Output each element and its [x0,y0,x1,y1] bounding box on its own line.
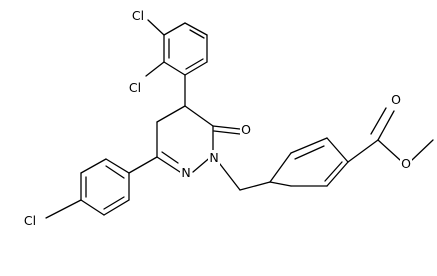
atom-n-ring-2: N [208,150,220,165]
atom-cl-ring-a-3-label: Cl [132,8,144,23]
bond-lines [45,19,434,219]
atom-cl-ring-a-2-label: Cl [129,80,141,95]
atom-ketone-o: O [240,122,252,137]
atom-ester-ether-o: O [400,156,412,171]
atom-ester-carbonyl-o: O [390,92,402,107]
atom-n-ring-2-label: N [209,150,218,165]
atom-ester-carbonyl-o-label: O [391,92,401,107]
atom-cl-chlorophenyl: Cl [21,213,39,228]
atom-cl-chlorophenyl-label: Cl [24,213,36,228]
atom-ester-ether-o-label: O [401,156,411,171]
atom-n-ring-1: N [180,165,192,180]
atom-n-ring-1-label: N [181,165,190,180]
atom-ketone-o-label: O [241,122,251,137]
atom-cl-ring-a-3: Cl [129,8,147,23]
atom-cl-ring-a-2: Cl [126,80,144,95]
